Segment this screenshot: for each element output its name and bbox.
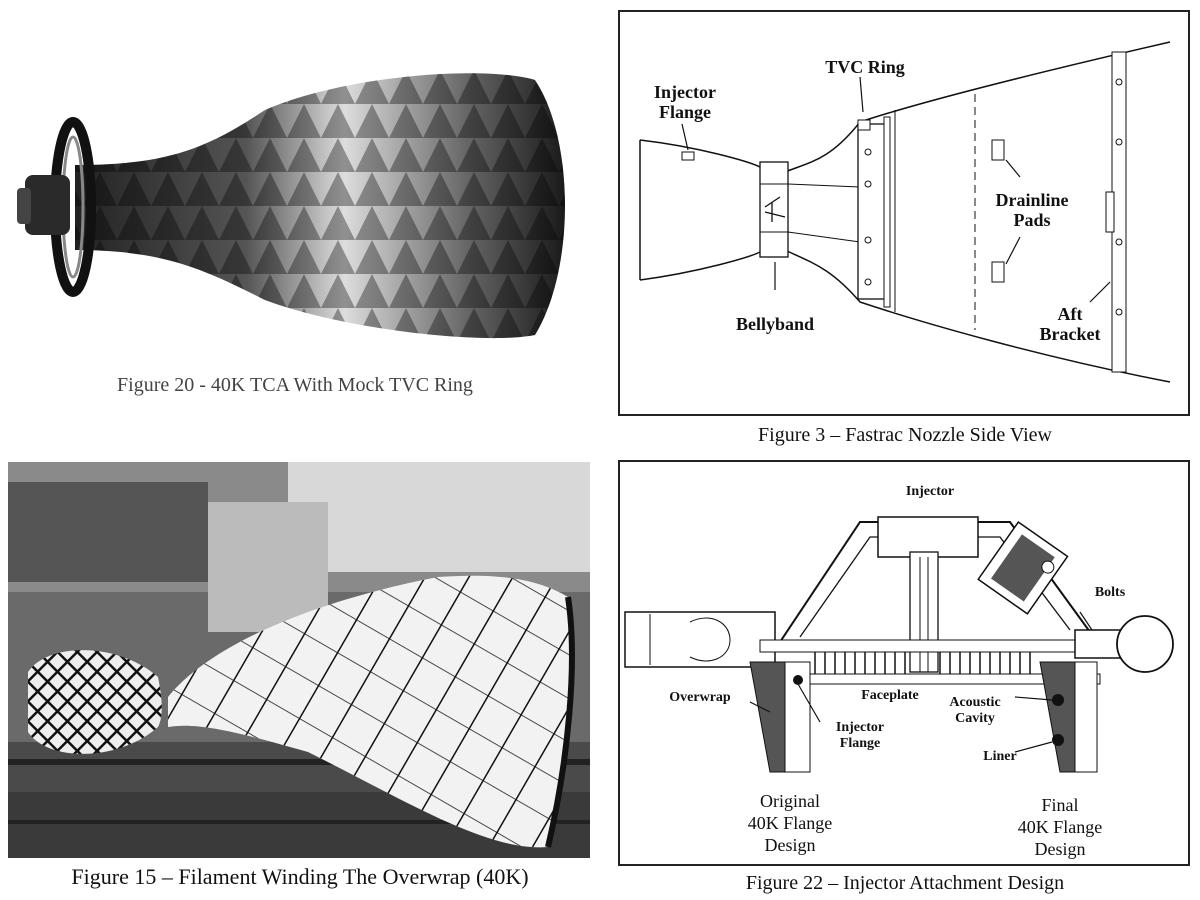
label-bolts: Bolts	[1094, 585, 1126, 600]
label-overwrap: Overwrap	[669, 690, 731, 705]
label-aft-bracket: Aft Bracket	[1039, 304, 1101, 344]
figure-15-photo	[8, 462, 590, 858]
label-tvc-ring: TVC Ring	[825, 57, 905, 77]
label-injector: Injector	[905, 484, 955, 499]
figure-20-photo	[15, 70, 575, 345]
figure-22-caption: Figure 22 – Injector Attachment Design	[745, 872, 1065, 894]
label-injector-flange-22: Injector Flange	[835, 720, 885, 751]
label-bellyband: Bellyband	[735, 314, 815, 334]
figure-15-caption: Figure 15 – Filament Winding The Overwra…	[71, 864, 529, 889]
injector-attachment-drawing	[624, 516, 1174, 773]
label-faceplate: Faceplate	[861, 688, 919, 703]
figure-22-diagram: Injector Bolts Overwrap Faceplate Acoust…	[618, 460, 1190, 866]
label-drainline-pads: Drainline Pads	[995, 190, 1069, 230]
label-original-design: Original 40K Flange Design	[747, 791, 833, 855]
filament-winding-image	[8, 462, 590, 858]
figure-3-caption: Figure 3 – Fastrac Nozzle Side View	[758, 424, 1052, 446]
label-acoustic-cavity: Acoustic Cavity	[949, 695, 1001, 726]
nozzle-side-view-drawing	[639, 41, 1171, 383]
label-liner: Liner	[983, 749, 1017, 764]
figure-3-diagram: Injector Flange TVC Ring Drainline Pads …	[618, 10, 1190, 416]
figure-20-caption: Figure 20 - 40K TCA With Mock TVC Ring	[117, 374, 473, 396]
tca-nozzle-image	[17, 73, 565, 339]
label-final-design: Final 40K Flange Design	[1017, 795, 1103, 859]
label-injector-flange: Injector Flange	[654, 82, 716, 122]
